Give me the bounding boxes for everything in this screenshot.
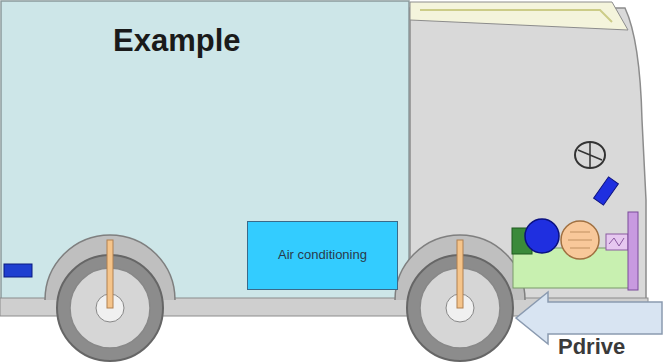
body-title: Example bbox=[113, 23, 241, 59]
controller bbox=[606, 234, 628, 250]
front-wheel bbox=[407, 240, 513, 361]
motor bbox=[525, 219, 559, 253]
generator-detail bbox=[568, 232, 592, 248]
steering-wheel bbox=[575, 142, 605, 168]
power-label: Pdrive bbox=[558, 336, 625, 358]
steering-column bbox=[594, 177, 619, 205]
purple-bar bbox=[628, 212, 638, 290]
cargo-box: ExampleAir conditioning bbox=[1, 1, 409, 301]
generator bbox=[561, 221, 599, 259]
roof-spoiler bbox=[410, 2, 628, 30]
spoiler-edge bbox=[420, 10, 612, 22]
ac-box: Air conditioning bbox=[247, 221, 398, 290]
controller-symbol bbox=[609, 238, 624, 246]
rear-unit bbox=[4, 264, 32, 277]
steering-spokes bbox=[578, 142, 602, 168]
cargo-body bbox=[1, 1, 409, 301]
rear-wheel bbox=[57, 240, 163, 361]
box-label: Air conditioning bbox=[278, 247, 367, 263]
